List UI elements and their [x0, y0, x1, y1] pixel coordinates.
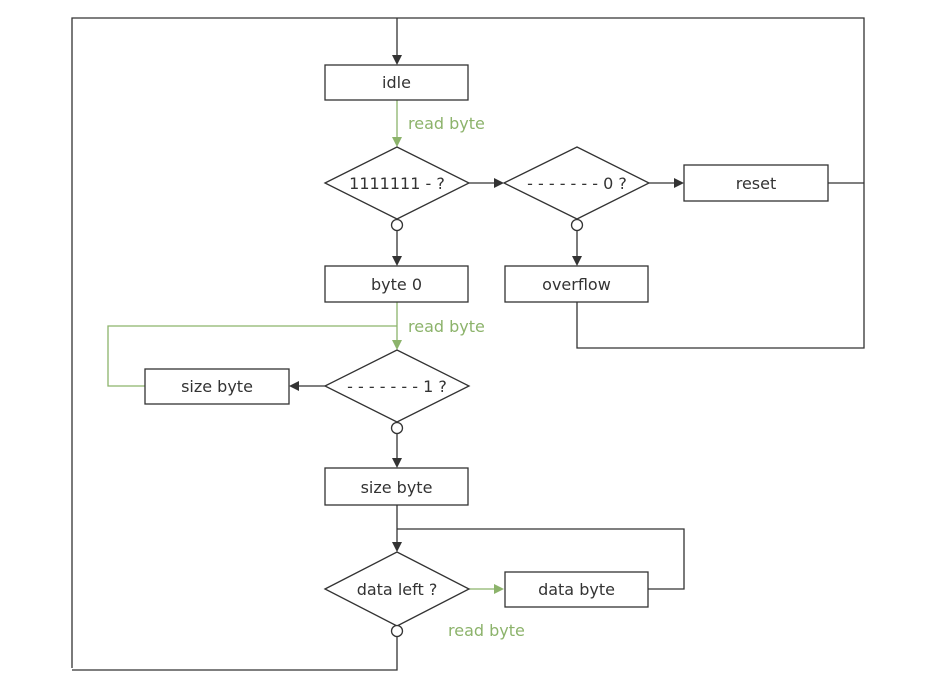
node-size-byte-left-label: size byte	[181, 377, 253, 396]
edge-label-read-byte-1: read byte	[408, 114, 485, 133]
arrowhead-into-idle	[392, 55, 402, 65]
arrowhead-into-check-one	[392, 340, 402, 350]
node-check-one: - - - - - - - 1 ?	[323, 349, 471, 423]
port-check-zero-bottom	[570, 218, 584, 232]
node-overflow-label: overflow	[542, 275, 611, 294]
node-reset-label: reset	[736, 174, 777, 193]
node-check-zero-label: - - - - - - - 0 ?	[527, 174, 627, 193]
node-reset: reset	[683, 164, 829, 202]
arrowhead-into-size-byte	[392, 458, 402, 468]
node-overflow: overflow	[504, 265, 649, 303]
arrowhead-into-data-byte	[494, 584, 504, 594]
node-check-one-label: - - - - - - - 1 ?	[347, 377, 447, 396]
edge-data-left-exit	[72, 637, 398, 671]
port-check-one-bottom	[390, 421, 404, 435]
node-size-byte-left: size byte	[144, 368, 290, 405]
port-check-ones-bottom	[390, 218, 404, 232]
node-data-byte: data byte	[504, 571, 649, 608]
node-idle-label: idle	[382, 73, 411, 92]
node-size-byte: size byte	[324, 467, 469, 506]
connectors	[71, 17, 865, 671]
node-idle: idle	[324, 64, 469, 101]
arrowhead-into-byte0	[392, 256, 402, 266]
node-check-ones: 1111111 - ?	[323, 146, 471, 220]
arrowhead-into-reset	[674, 178, 684, 188]
arrowhead-into-check-ones	[392, 137, 402, 147]
node-data-byte-label: data byte	[538, 580, 615, 599]
port-data-left-bottom	[390, 624, 404, 638]
node-byte0: byte 0	[324, 265, 469, 303]
node-size-byte-label: size byte	[361, 478, 433, 497]
arrowhead-into-check-zero	[494, 178, 504, 188]
node-data-left-label: data left ?	[357, 580, 438, 599]
arrowhead-into-size-byte-left	[289, 381, 299, 391]
node-data-left: data left ?	[323, 551, 471, 627]
node-check-zero: - - - - - - - 0 ?	[502, 146, 651, 220]
arrowhead-into-data-left	[392, 542, 402, 552]
edge-data-byte-loop	[397, 528, 685, 590]
node-byte0-label: byte 0	[371, 275, 422, 294]
edge-label-read-byte-2: read byte	[408, 317, 485, 336]
edge-label-read-byte-3: read byte	[448, 621, 525, 640]
edge-size-byte-left-loop	[107, 325, 397, 387]
green-connectors	[107, 100, 504, 594]
arrowhead-into-overflow	[572, 256, 582, 266]
node-check-ones-label: 1111111 - ?	[349, 174, 445, 193]
